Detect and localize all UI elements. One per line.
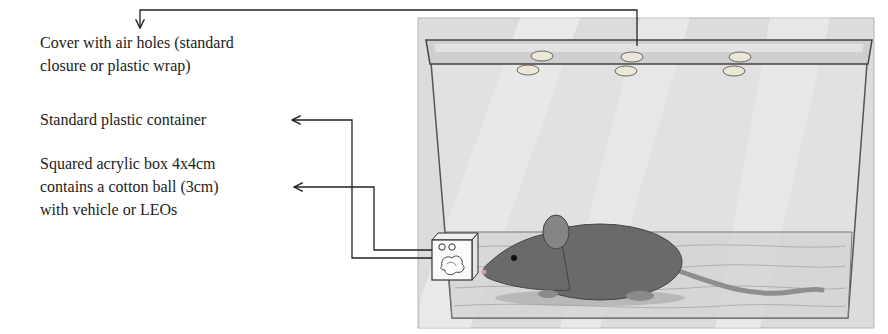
wood-grain xyxy=(454,304,846,307)
acrylic-box-side xyxy=(472,233,478,280)
cover-highlight xyxy=(434,44,864,52)
box-hole xyxy=(449,244,455,250)
mouse-eye xyxy=(511,255,517,261)
cotton-detail xyxy=(447,262,456,266)
air-hole xyxy=(531,51,553,61)
air-hole xyxy=(621,52,643,62)
acrylic-box-top xyxy=(432,233,478,240)
acrylic-box xyxy=(432,240,472,280)
leader-arrow xyxy=(294,187,432,250)
air-hole xyxy=(615,66,637,76)
callout-label: Standard plastic container xyxy=(40,108,240,131)
container-cover xyxy=(426,40,872,64)
box-hole xyxy=(439,244,445,250)
plastic-container xyxy=(430,50,868,318)
callout-label: Cover with air holes (standard closure o… xyxy=(40,31,240,77)
leader-arrow xyxy=(292,120,432,258)
air-hole xyxy=(517,65,539,75)
air-hole xyxy=(723,66,745,76)
mouse-tail xyxy=(676,270,822,293)
cotton-ball xyxy=(441,256,464,275)
mouse-nose xyxy=(482,270,487,275)
mouse-paw xyxy=(538,290,558,298)
callout-label: Squared acrylic box 4x4cm contains a cot… xyxy=(40,152,240,221)
mouse-ear xyxy=(543,215,569,249)
air-hole xyxy=(729,52,751,62)
scene-panel xyxy=(418,18,874,328)
mouse-paw xyxy=(626,291,654,301)
